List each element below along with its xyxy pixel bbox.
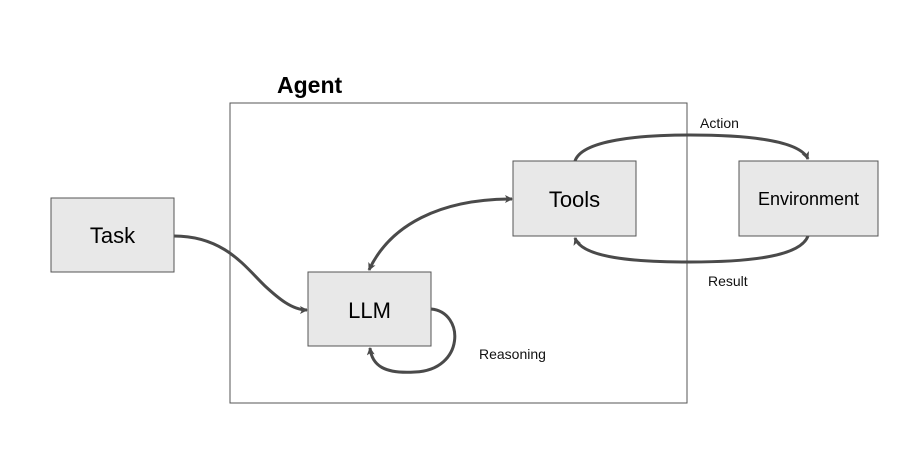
agent-title: Agent	[277, 72, 343, 98]
reasoning-loop-arrow	[366, 307, 457, 374]
action-label: Action	[700, 115, 739, 131]
llm-tools-arrow	[367, 195, 513, 271]
reasoning-label: Reasoning	[479, 346, 546, 362]
result-label: Result	[708, 273, 748, 289]
result-arrow	[573, 235, 810, 264]
tools-label: Tools	[549, 187, 600, 212]
llm-label: LLM	[348, 298, 391, 323]
environment-label: Environment	[758, 189, 859, 209]
llm-node: LLM	[307, 271, 432, 347]
agent-boundary	[229, 102, 688, 404]
task-node: Task	[50, 197, 175, 273]
environment-node: Environment	[738, 160, 879, 237]
task-to-llm-arrow	[173, 234, 308, 314]
action-arrow	[573, 133, 810, 162]
tools-node: Tools	[512, 160, 637, 237]
task-label: Task	[90, 223, 136, 248]
